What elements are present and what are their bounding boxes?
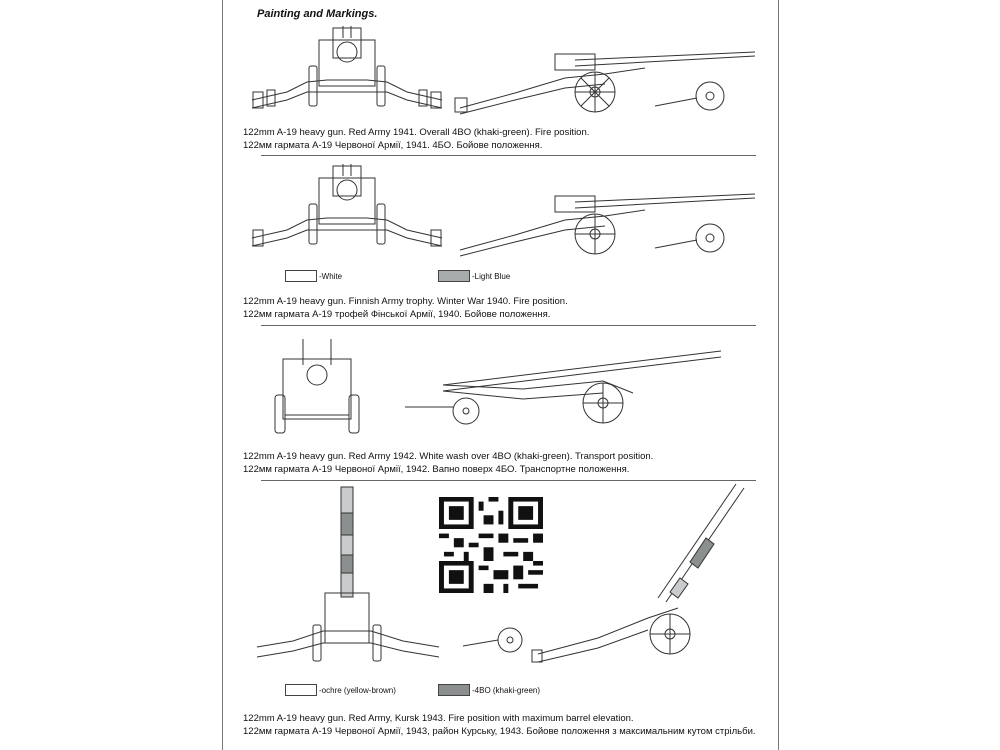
caption-en: 122mm A-19 heavy gun. Red Army 1941. Ove… [243,127,590,138]
gun-1940-side-view [455,180,755,258]
gun-1943-side-view [458,478,758,678]
page-title: Painting and Markings. [257,8,378,20]
caption-1942: 122mm A-19 heavy gun. Red Army 1942. Whi… [243,451,653,476]
legend-swatch [438,684,470,696]
gun-1942-side-view [403,345,723,427]
gun-1941-front-view [247,22,447,114]
caption-ua: 122мм гармата А-19 Червоної Армії, 1941.… [243,139,543,151]
caption-en: 122mm A-19 heavy gun. Red Army 1942. Whi… [243,451,654,462]
legend-swatch [285,270,317,282]
caption-1941: 122mm A-19 heavy gun. Red Army 1941. Ove… [243,127,589,152]
legend-swatch [285,684,317,696]
caption-1943: 122mm A-19 heavy gun. Red Army, Kursk 19… [243,713,756,738]
section-divider [261,155,756,156]
legend-ochre: -ochre (yellow-brown) [285,684,396,696]
legend-light-blue: -Light Blue [438,270,510,282]
caption-ua: 122мм гармата А-19 трофей Фінської Армії… [243,308,551,320]
gun-1940-front-view [247,160,447,252]
qr-code-icon [439,497,543,593]
painting-markings-page: Painting and Markings. [222,0,779,750]
caption-en: 122mm A-19 heavy gun. Red Army, Kursk 19… [243,713,634,724]
legend-4bo: -4BO (khaki-green) [438,684,540,696]
gun-1943-front-view [253,485,443,670]
legend-label: -ochre (yellow-brown) [319,685,396,695]
legend-label: -White [319,271,343,281]
caption-ua: 122мм гармата А-19 Червоної Армії, 1942.… [243,463,630,475]
caption-en: 122mm A-19 heavy gun. Finnish Army troph… [243,296,568,307]
section-divider [261,480,756,481]
gun-1941-side-view [455,38,755,116]
caption-1940: 122mm A-19 heavy gun. Finnish Army troph… [243,296,568,321]
section-divider [261,325,756,326]
legend-label: -Light Blue [472,271,511,281]
legend-swatch [438,270,470,282]
gun-1942-front-view [273,335,361,437]
legend-white: -White [285,270,342,282]
caption-ua: 122мм гармата А-19 Червоної Армії, 1943,… [243,725,756,737]
legend-label: -4BO (khaki-green) [472,685,541,695]
